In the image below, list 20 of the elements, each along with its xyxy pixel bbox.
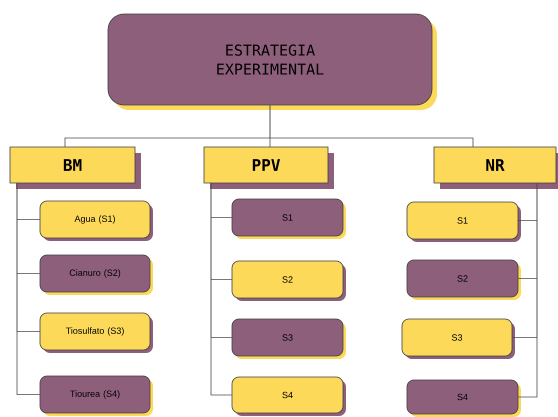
option-box: Agua (S1) <box>40 200 153 241</box>
option-box: Cianuro (S2) <box>40 254 153 295</box>
connector-line <box>270 105 474 148</box>
option-box: S3 <box>402 318 515 359</box>
option-box: S1 <box>232 198 346 239</box>
option-box: S4 <box>406 380 521 417</box>
option-box: S2 <box>232 260 346 301</box>
option-box: S1 <box>406 202 521 242</box>
option-box: S2 <box>406 260 521 300</box>
connector-line <box>210 182 232 396</box>
option-box: Tiosulfato (S3) <box>40 312 153 353</box>
category-box: PPV <box>204 146 334 189</box>
category-box: NR <box>434 146 558 189</box>
connector-line <box>16 182 40 395</box>
category-box: BM <box>10 146 141 189</box>
option-box: Tiourea (S4) <box>40 376 153 416</box>
title-box: ESTRATEGIA EXPERIMENTAL <box>108 14 437 110</box>
connector-line <box>518 182 538 398</box>
option-box: S4 <box>232 376 346 416</box>
option-box: S3 <box>232 318 346 359</box>
